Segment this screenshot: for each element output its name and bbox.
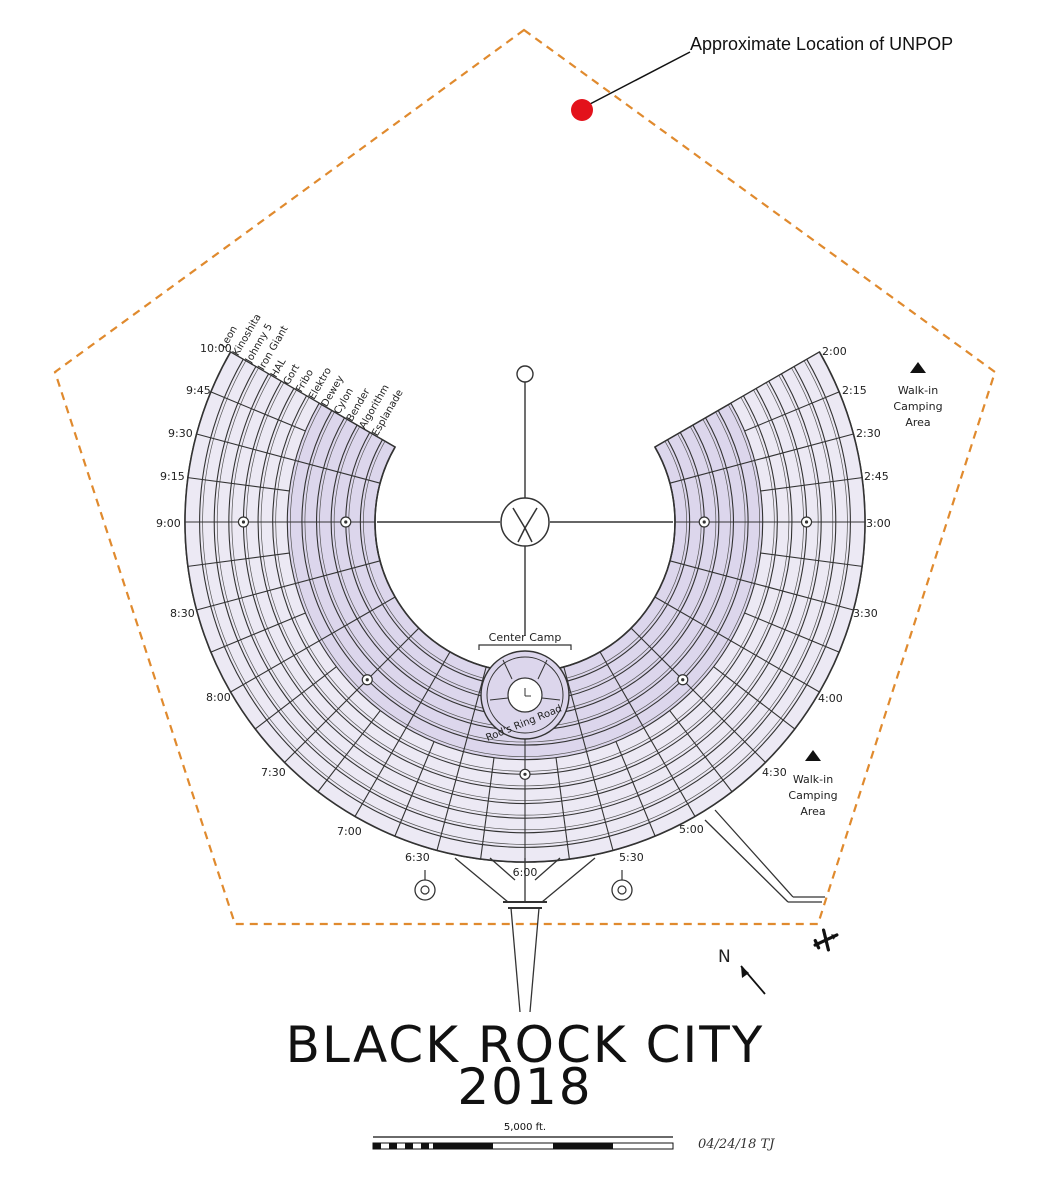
radial-street: [210, 391, 306, 432]
time-label-730: 7:30: [261, 766, 286, 779]
time-label-800: 8:00: [206, 691, 231, 704]
time-label-400: 4:00: [818, 692, 843, 705]
time-label-930: 9:30: [168, 427, 193, 440]
radial-street: [744, 391, 840, 432]
the-man-icon: [500, 497, 550, 547]
airport-plaza-right: [611, 879, 633, 901]
the-man-area: [377, 365, 673, 636]
time-label-700: 7:00: [337, 825, 362, 838]
temple-marker: [516, 365, 534, 383]
radial-street: [196, 433, 381, 484]
radial-street: [230, 596, 396, 693]
radial-street: [196, 560, 381, 611]
radial-street: [284, 627, 420, 763]
svg-text:Camping: Camping: [788, 789, 837, 802]
radial-street: [669, 560, 854, 611]
svg-text:Walk-in: Walk-in: [898, 384, 938, 397]
trash-fence-boundary: [53, 28, 997, 926]
radial-street: [669, 433, 854, 484]
walkin-camping-top: Walk-in Camping Area: [893, 362, 943, 429]
radial-street: [654, 351, 820, 448]
radial-street: [713, 666, 796, 730]
time-label-330: 3:30: [853, 607, 878, 620]
unpop-callout: Approximate Location of UNPOP: [571, 34, 953, 121]
radial-street: [744, 612, 840, 653]
radial-street: [555, 757, 570, 860]
walkin-camping-bottom: Walk-in Camping Area: [788, 750, 838, 818]
radial-street: [436, 666, 487, 851]
north-arrow: N: [718, 947, 766, 995]
radial-street: [230, 351, 396, 448]
entrance-roads: [414, 809, 825, 1013]
svg-text:Area: Area: [905, 416, 930, 429]
time-label-915: 9:15: [160, 470, 185, 483]
time-label-215: 2:15: [842, 384, 867, 397]
unpop-label: Approximate Location of UNPOP: [690, 34, 953, 54]
svg-text:Camping: Camping: [893, 400, 942, 413]
time-label-630: 6:30: [405, 851, 430, 864]
radial-street: [254, 666, 337, 730]
radial-street: [187, 477, 290, 492]
north-label: N: [718, 947, 731, 967]
tent-icon: [805, 750, 821, 761]
map-title: BLACK ROCK CITY: [286, 1016, 765, 1074]
time-label-500: 5:00: [679, 823, 704, 836]
radial-street: [480, 757, 495, 860]
radial-street: [669, 710, 733, 793]
scale-bar: 5,000 ft.: [372, 1122, 674, 1150]
radial-street: [317, 710, 381, 793]
radial-street: [599, 651, 696, 817]
time-label-900: 9:00: [156, 517, 181, 530]
radial-street: [630, 627, 766, 763]
radial-street: [563, 666, 614, 851]
map-year: 2018: [457, 1058, 592, 1116]
time-labels: 10:00 9:45 9:30 9:15 9:00 8:30 8:00 7:30…: [156, 342, 891, 879]
time-label-300: 3:00: [866, 517, 891, 530]
time-label-200: 2:00: [822, 345, 847, 358]
tent-icon: [910, 362, 926, 373]
radial-street: [654, 596, 820, 693]
airplane-icon: [813, 928, 839, 952]
radial-street: [615, 741, 656, 837]
radial-street: [760, 552, 863, 567]
radial-street: [187, 552, 290, 567]
radial-street: [760, 477, 863, 492]
time-label-230: 2:30: [856, 427, 881, 440]
time-label-830: 8:30: [170, 607, 195, 620]
time-label-245: 2:45: [864, 470, 889, 483]
radial-street: [354, 651, 451, 817]
radial-street: [394, 741, 435, 837]
city-grid: [184, 350, 866, 863]
center-camp-label: Center Camp: [489, 631, 562, 644]
time-label-530: 5:30: [619, 851, 644, 864]
time-label-1000: 10:00: [200, 342, 232, 355]
scale-label: 5,000 ft.: [504, 1122, 546, 1133]
svg-text:Walk-in: Walk-in: [793, 773, 833, 786]
svg-text:Area: Area: [800, 805, 825, 818]
time-label-430: 4:30: [762, 766, 787, 779]
map-signature: 04/24/18 TJ: [698, 1137, 775, 1152]
unpop-location-marker: [571, 99, 593, 121]
airport-plaza-left: [414, 879, 436, 901]
radial-street: [210, 612, 306, 653]
time-label-600: 6:00: [513, 866, 538, 879]
time-label-945: 9:45: [186, 384, 211, 397]
